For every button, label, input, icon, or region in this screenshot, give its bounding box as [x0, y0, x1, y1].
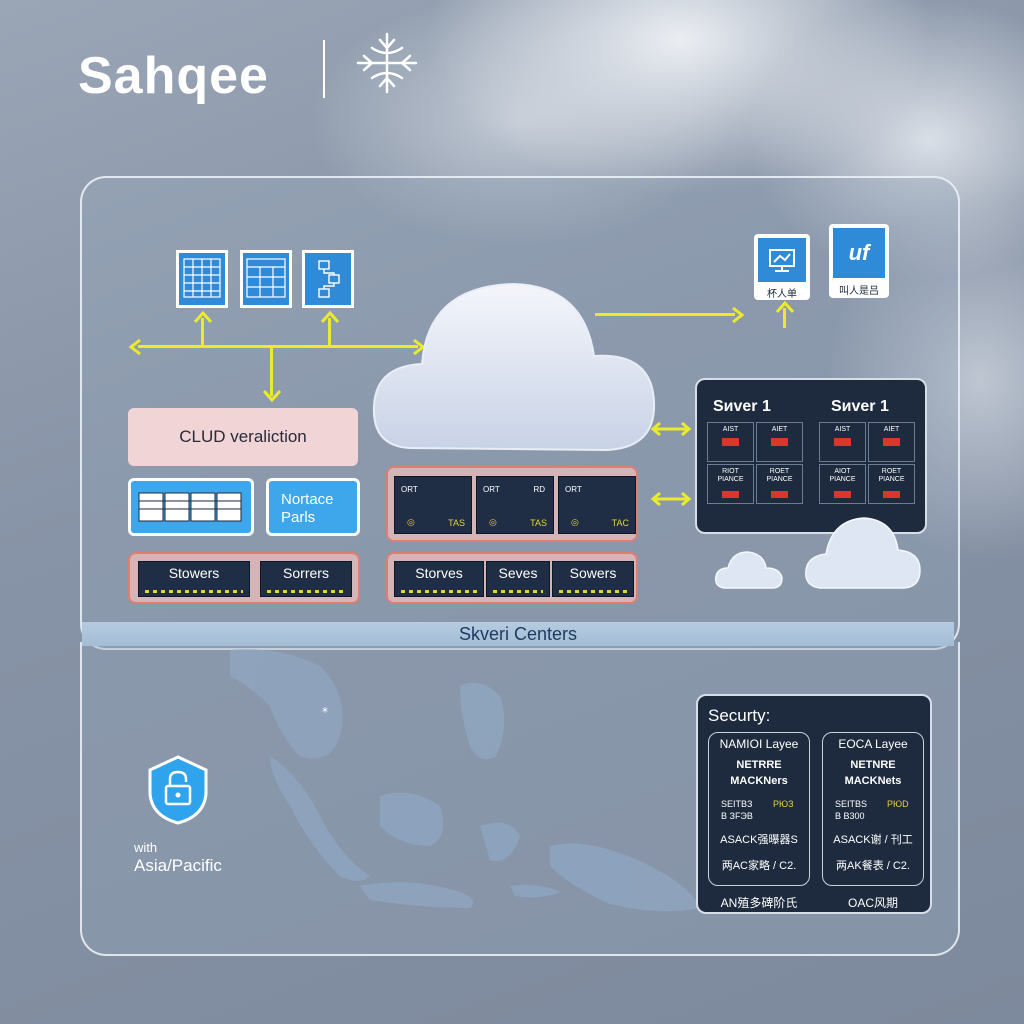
security-line: NETRRE: [736, 759, 782, 771]
security-row: 两AC家略 / C2.: [721, 860, 797, 872]
security-row: ASACK强曝器S: [720, 834, 798, 846]
server-cell: AIST: [707, 422, 754, 462]
security-small: B B300: [835, 811, 865, 821]
rack-seves: Seves: [486, 561, 550, 597]
ott-code: TAS: [530, 518, 547, 528]
padlock-shield-icon: [148, 755, 208, 825]
security-row: ASACK谢 / 刊工: [833, 834, 913, 846]
svg-text:*: *: [322, 705, 328, 719]
server-array-box: [128, 478, 254, 536]
cloud-verification-box: CLUD veraliction: [128, 408, 358, 466]
rack-label: Seves: [498, 565, 538, 581]
security-header: NAMIOI Layee: [719, 737, 799, 751]
center-top-rack-group: ORT ◎ TAS ORT RD ◎ TAS ORT ◎ TAC: [386, 466, 638, 542]
security-line: NETNRE: [850, 759, 896, 771]
rack-sowers: Sowers: [552, 561, 634, 597]
ott-label: ORT: [401, 485, 418, 494]
server-title-2: Sиver 1: [831, 398, 889, 415]
rack-stowers: Stowers: [138, 561, 250, 597]
server-title-1: Sиver 1: [713, 398, 771, 415]
uf-tile: uf 叫人是吕: [829, 224, 889, 298]
arrow-up-tile-head: [775, 300, 795, 313]
rack-label: Storves: [415, 565, 463, 581]
rack-storves: Storves: [394, 561, 484, 597]
server-cell: AIET: [756, 422, 803, 462]
ott-code: TAS: [448, 518, 465, 528]
security-line: MACKNets: [844, 775, 902, 787]
region-name: Asia/Pacific: [134, 856, 222, 875]
security-panel: Securty: NAMIOI Layee NETRRE MACKNers SE…: [696, 694, 932, 914]
ott-label: ORT: [565, 485, 582, 494]
security-small-value: PЮD: [887, 799, 909, 809]
asia-pacific-map: *: [230, 649, 700, 912]
security-small: B ЗFЭВ: [721, 811, 753, 821]
arrow-down-head: [262, 390, 282, 403]
region-prefix: with: [134, 840, 158, 855]
server-cell: AIST: [819, 422, 866, 462]
arrow-up-2: [328, 318, 331, 346]
arrow-left-head: [128, 338, 141, 356]
server-centers-bar: Skveri Centers: [82, 622, 954, 646]
uf-logo-icon: uf: [833, 228, 885, 278]
security-small: SEITBS: [835, 799, 868, 809]
server-array-icon: [138, 492, 242, 522]
arrow-horizontal-main: [138, 345, 418, 348]
snowflake-network-icon: [356, 32, 418, 94]
server-cell: AIET: [868, 422, 915, 462]
small-cloud-icon: [714, 551, 783, 589]
server-panel: Sиver 1 Sиver 1 AIST AIET AIST AIET RIOT…: [695, 378, 927, 534]
left-rack-group: Stowers Sorrers: [128, 552, 360, 604]
security-small: SEITBЗ: [721, 799, 753, 809]
flowchart-icon: [302, 250, 354, 308]
monitor-tile: 杯人单: [754, 234, 810, 300]
ott-code: TAC: [611, 518, 629, 528]
security-column-edge: EOCA Layee NETNRE MACKNets SEITBS PЮD B …: [822, 732, 924, 886]
ott-unit-1: ORT ◎ TAS: [394, 476, 472, 534]
monitor-tile-label: 杯人单: [767, 289, 797, 300]
interface-parts-line2: Parls: [281, 509, 316, 526]
ott-label: ORT: [483, 485, 500, 494]
medium-cloud-icon: [805, 517, 921, 589]
security-header: EOCA Layee: [838, 737, 908, 751]
arrow-to-tiles-head: [732, 306, 745, 324]
bidirectional-arrow-2: [650, 491, 692, 507]
security-footer: OAC风期: [847, 896, 898, 910]
interface-parts-line1: Nortace: [281, 491, 334, 508]
main-cloud-icon: [372, 282, 656, 452]
interface-parts-box: Nortace Parls: [266, 478, 360, 536]
center-rack-group: Storves Seves Sowers: [386, 552, 638, 604]
arrow-to-tiles: [595, 313, 735, 316]
security-column-network: NAMIOI Layee NETRRE MACKNers SEITBЗ PЮЗ …: [708, 732, 810, 886]
monitor-icon: [758, 238, 806, 282]
arrow-up-1-head: [193, 310, 213, 323]
ott-label-right: RD: [533, 485, 545, 494]
bidirectional-arrow-1: [650, 421, 692, 437]
ott-unit-2: ORT RD ◎ TAS: [476, 476, 554, 534]
security-line: MACKNers: [730, 775, 788, 787]
rack-label: Sorrers: [283, 565, 329, 581]
rack-sorrers: Sorrers: [260, 561, 352, 597]
grid-chart-icon: [176, 250, 228, 308]
spreadsheet-icon: [240, 250, 292, 308]
ott-unit-3: ORT ◎ TAC: [558, 476, 636, 534]
security-footer: AN殖多碑阶氏: [720, 896, 798, 910]
rack-label: Stowers: [168, 565, 220, 581]
arrow-up-1: [201, 318, 204, 346]
arrow-up-2-head: [320, 310, 340, 323]
brand-logo-text: Sahqee: [78, 47, 269, 105]
uf-tile-label: 叫人是吕: [839, 286, 879, 297]
arrow-right-head: [413, 338, 426, 356]
security-small-value: PЮЗ: [773, 799, 794, 809]
security-row: 两AK餐表 / C2.: [836, 860, 910, 872]
arrow-up-tile: [783, 308, 786, 328]
rack-label: Sowers: [569, 565, 617, 581]
arrow-down: [270, 348, 273, 396]
logo-divider: [323, 40, 325, 98]
security-title: Securty:: [708, 706, 771, 725]
